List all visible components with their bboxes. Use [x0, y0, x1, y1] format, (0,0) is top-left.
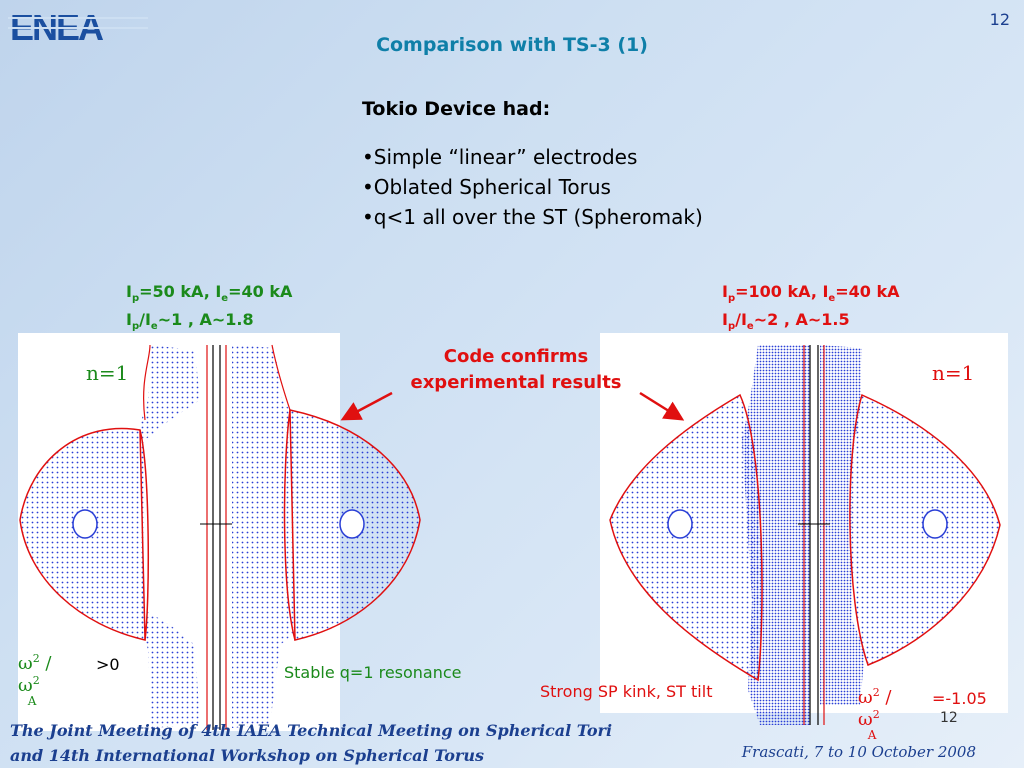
left-mode-label: n=1 — [86, 361, 129, 385]
left-arrow — [340, 391, 393, 421]
footer-location-date: Frascati, 7 to 10 October 2008 — [741, 743, 976, 761]
enea-logo: ENEA — [8, 8, 148, 46]
left-growth-rate-value: >0 — [96, 655, 120, 674]
left-result-text: Stable q=1 resonance — [284, 663, 462, 682]
device-heading: Tokio Device had: — [362, 98, 551, 120]
bullet-item: •Simple “linear” electrodes — [362, 145, 638, 169]
bullet-item: •q<1 all over the ST (Spheromak) — [362, 205, 703, 229]
right-result-text: Strong SP kink, ST tilt — [540, 682, 713, 701]
footer-meeting-title: The Joint Meeting of 4th IAEA Technical … — [10, 721, 613, 765]
right-parameters: Ip=100 kA, Ie=40 kA Ip/Ie~2 , A~1.5 — [722, 282, 900, 333]
device-bullet-list: •Simple “linear” electrodes •Oblated Sph… — [362, 142, 703, 232]
code-confirms-note: Code confirms experimental results — [410, 346, 622, 393]
bullet-item: •Oblated Spherical Torus — [362, 175, 611, 199]
right-mode-label: n=1 — [932, 361, 975, 385]
right-poincare-plot-background — [600, 333, 1008, 713]
left-parameters: Ip=50 kA, Ie=40 kA Ip/Ie~1 , A~1.8 — [126, 282, 293, 333]
left-growth-rate-symbol: ω2 / ω2A — [18, 652, 52, 708]
embedded-page-number: 12 — [940, 710, 958, 726]
page-number: 12 — [989, 10, 1010, 29]
slide-title: Comparison with TS-3 (1) — [376, 34, 648, 56]
right-growth-rate-symbol: ω2 / ω2A — [858, 686, 892, 742]
right-growth-rate-value: =-1.05 — [932, 689, 987, 708]
